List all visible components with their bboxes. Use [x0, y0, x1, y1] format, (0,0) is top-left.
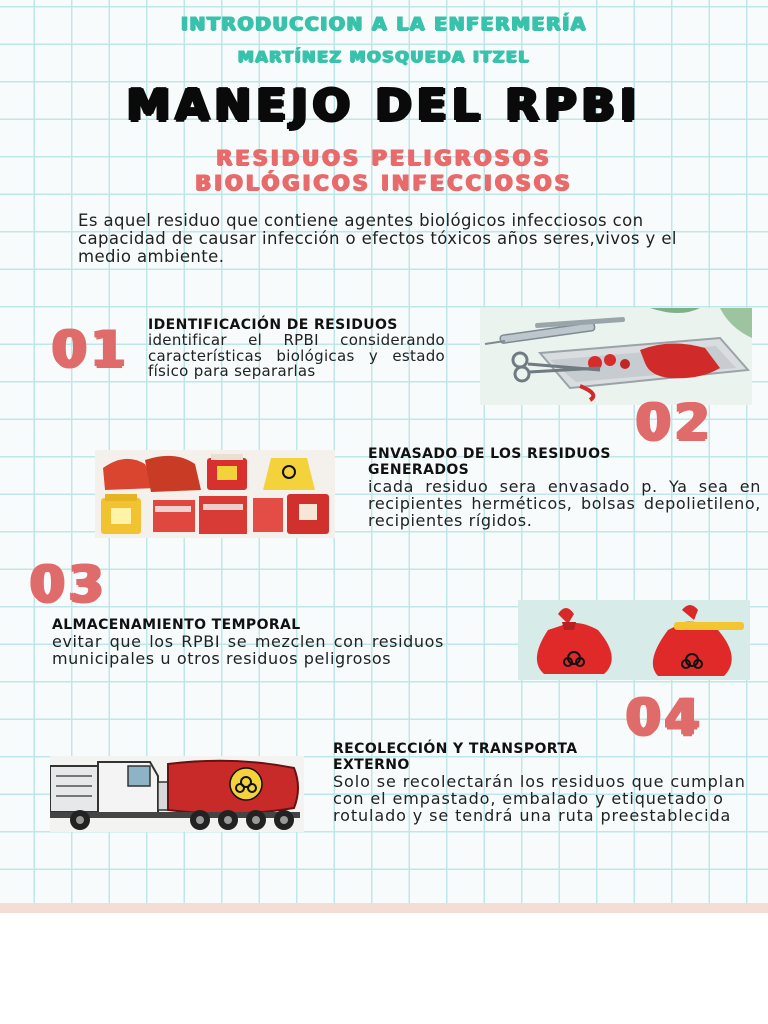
- section-title: RECOLECCIÓN Y TRANSPORTA EXTERNO: [333, 741, 578, 773]
- section-title: IDENTIFICACIÓN DE RESIDUOS: [148, 317, 398, 333]
- step-number-02: 02: [636, 393, 714, 451]
- step-number-04: 04: [626, 688, 704, 746]
- waste-containers-image: [95, 450, 335, 538]
- section-body: identificar el RPBI considerando caracte…: [148, 331, 445, 380]
- course-title: INTRODUCCION A LA ENFERMERÍA: [180, 13, 588, 35]
- step-number-01: 01: [52, 320, 130, 378]
- section-title: ALMACENAMIENTO TEMPORAL: [52, 617, 301, 633]
- section-body: Solo se recolectarán los residuos que cu…: [333, 772, 746, 825]
- intro-paragraph: Es aquel residuo que contiene agentes bi…: [78, 211, 677, 266]
- section-almacenamiento: ALMACENAMIENTO TEMPORAL evitar que los R…: [52, 617, 444, 667]
- biohazard-bags-image: [518, 600, 750, 680]
- section-body: evitar que los RPBI se mezclen con resid…: [52, 632, 444, 668]
- author-name: MARTÍNEZ MOSQUEDA ITZEL: [237, 47, 531, 66]
- section-recoleccion: RECOLECCIÓN Y TRANSPORTA EXTERNO Solo se…: [333, 741, 748, 824]
- biohazard-truck-image: [50, 756, 304, 832]
- section-body: icada residuo sera envasado p. Ya sea en…: [368, 477, 761, 530]
- section-envasado: ENVASADO DE LOS RESIDUOS GENERADOS icada…: [368, 446, 761, 529]
- section-identificacion: IDENTIFICACIÓN DE RESIDUOS identificar e…: [148, 317, 445, 380]
- subtitle-line-1: RESIDUOS PELIGROSOS: [216, 146, 552, 170]
- step-number-03: 03: [30, 555, 108, 613]
- subtitle-line-2: BIOLÓGICOS INFECCIOSOS: [195, 171, 573, 195]
- grid-paper-background: [0, 0, 768, 905]
- page-title: MANEJO DEL RPBI: [126, 80, 642, 131]
- paper-edge: [0, 903, 768, 913]
- surgical-tray-image: [480, 308, 752, 405]
- section-title: ENVASADO DE LOS RESIDUOS GENERADOS: [368, 446, 611, 478]
